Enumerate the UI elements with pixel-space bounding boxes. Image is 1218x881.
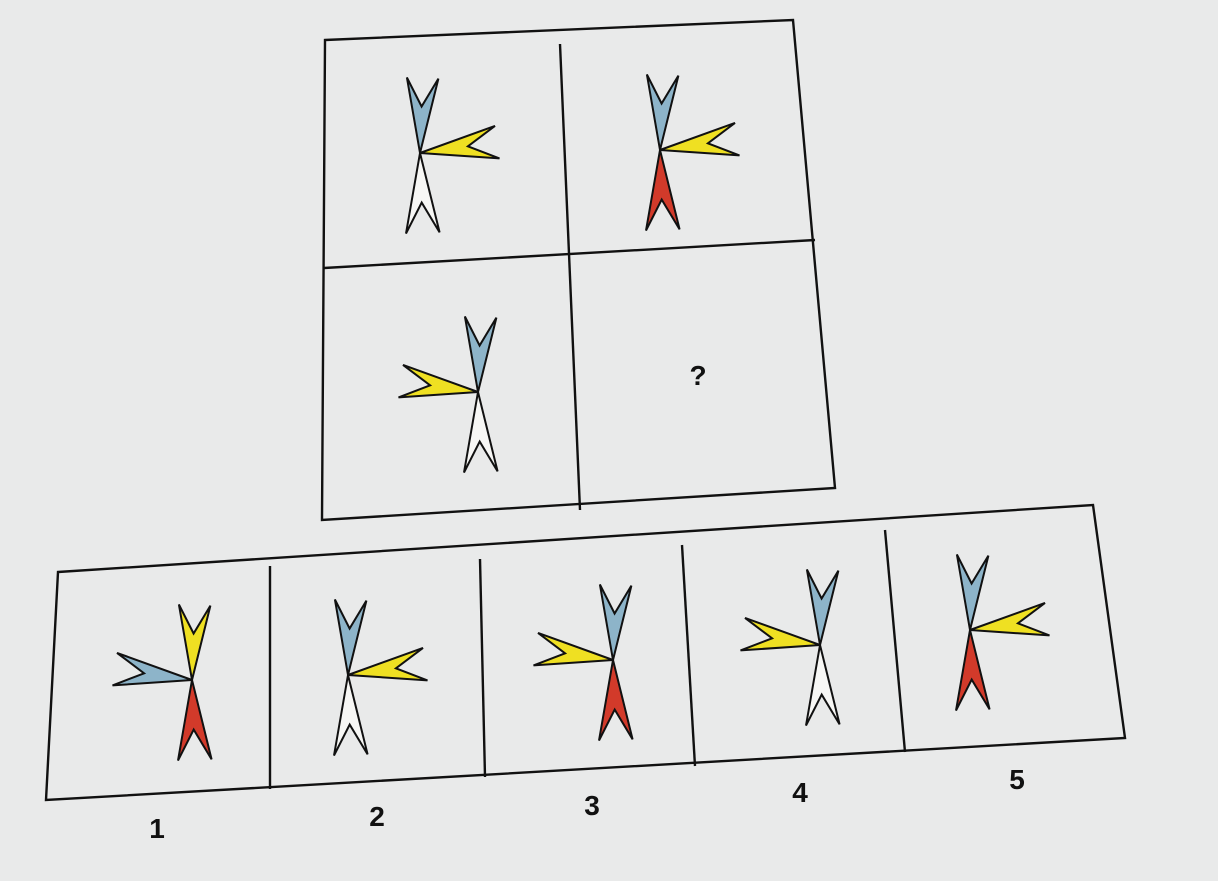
side-arrow-yellow [970,603,1050,636]
puzzle-cell-top-left [406,78,500,234]
puzzle-grid-border [322,20,835,520]
option-divider [682,545,695,766]
puzzle-cell-bottom-left [399,317,498,473]
down-arrow-white [806,645,840,726]
side-arrow-yellow [741,618,821,651]
up-arrow-blue [807,570,839,646]
question-mark: ? [689,360,706,391]
option-label-5: 5 [1009,764,1025,795]
puzzle-grid-vertical-divider [560,44,580,510]
up-arrow-blue [335,600,367,676]
puzzle-cell-bottom-right: ? [689,360,706,391]
puzzle-grid: ? [322,20,835,520]
up-arrow-blue [407,78,439,154]
down-arrow-white [464,392,498,473]
puzzle-cell-top-right [646,75,740,231]
option-5[interactable] [956,555,1050,711]
answer-options: 1 2 3 4 5 [46,505,1125,844]
side-arrow-yellow [399,365,479,398]
down-arrow-red [178,680,212,761]
side-arrow-yellow [660,123,740,155]
down-arrow-white [334,675,368,756]
down-arrow-red [646,150,680,231]
side-arrow-blue [113,653,193,686]
option-1[interactable] [113,605,212,761]
option-label-3: 3 [584,790,600,821]
down-arrow-white [406,153,440,234]
down-arrow-red [599,660,633,741]
option-3[interactable] [534,585,633,741]
up-arrow-blue [600,585,632,661]
up-arrow-yellow [179,605,211,681]
up-arrow-blue [957,555,989,631]
down-arrow-red [956,630,990,711]
option-divider [480,559,485,777]
option-4[interactable] [741,570,840,726]
side-arrow-yellow [348,648,428,681]
option-label-1: 1 [149,813,165,844]
option-2[interactable] [334,600,428,756]
up-arrow-blue [647,75,679,151]
option-label-4: 4 [792,777,808,808]
option-divider [885,530,905,752]
up-arrow-blue [465,317,497,393]
side-arrow-yellow [534,633,614,666]
option-label-2: 2 [369,801,385,832]
side-arrow-yellow [420,126,500,158]
